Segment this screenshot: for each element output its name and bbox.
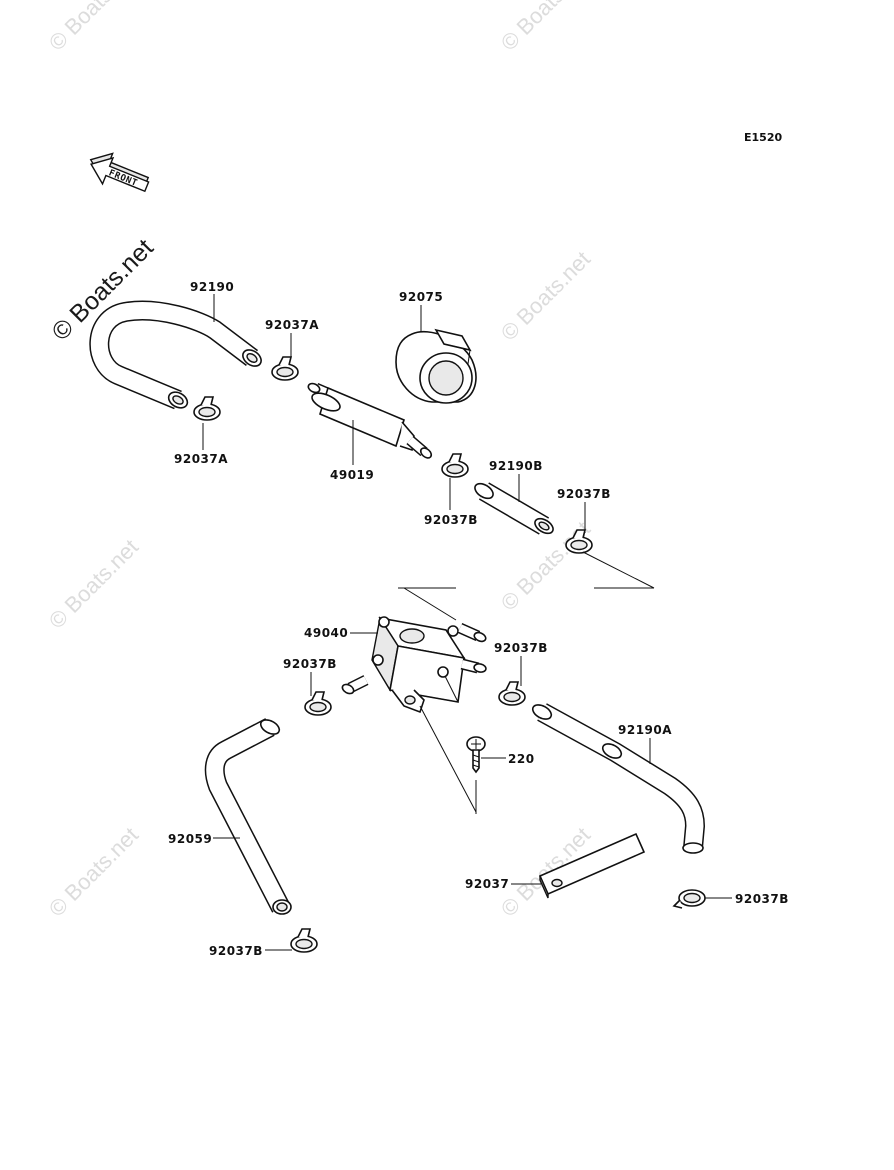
screw-220 [466, 736, 486, 774]
front-arrow-icon: FRONT [89, 152, 150, 193]
clamp-92037b-filter [441, 453, 469, 478]
hose-92190b [474, 482, 554, 535]
watermark: © Boats.net [44, 822, 143, 921]
label-92037a-bottom: 92037A [174, 452, 228, 466]
hose-92059 [204, 718, 292, 915]
label-92190a: 92190A [618, 723, 672, 737]
watermark: © Boats.net [496, 246, 595, 345]
watermark: © Boats.net [44, 534, 143, 633]
label-92037a-top: 92037A [265, 318, 319, 332]
clamp-92037a-bottom [193, 396, 221, 421]
clamp-92037b-bottom-right [672, 889, 706, 909]
clamp-92037b-hose [565, 529, 593, 554]
label-92037b-bottom-left: 92037B [209, 944, 263, 958]
label-49040: 49040 [304, 626, 348, 640]
diagram-code: E1520 [744, 131, 782, 144]
label-92037b-pump-left: 92037B [283, 657, 337, 671]
label-49019: 49019 [330, 468, 374, 482]
label-92037b-filter: 92037B [424, 513, 478, 527]
plate-92037 [538, 832, 646, 899]
clamp-92037a-top [271, 356, 299, 381]
label-92190b: 92190B [489, 459, 543, 473]
label-92037b-pump-right: 92037B [494, 641, 548, 655]
hose-92190a [531, 703, 706, 854]
fuel-filter-49019 [307, 382, 433, 459]
watermark: © Boats.net [44, 0, 143, 56]
label-92037b-hose: 92037B [557, 487, 611, 501]
label-220: 220 [508, 752, 535, 766]
hose-92190 [89, 300, 262, 410]
clamp-92037b-bottom-left [290, 928, 318, 953]
fuel-pump-49040 [341, 616, 487, 714]
watermark: © Boats.net [496, 0, 595, 56]
label-92037-plate: 92037 [465, 877, 509, 891]
clamp-92037b-pump-right [498, 681, 526, 706]
label-92190: 92190 [190, 280, 234, 294]
clamp-92037b-pump-left [304, 691, 332, 716]
cover-92075 [395, 328, 477, 404]
label-92075: 92075 [399, 290, 443, 304]
label-92037b-bottom-right: 92037B [735, 892, 789, 906]
label-92059: 92059 [168, 832, 212, 846]
